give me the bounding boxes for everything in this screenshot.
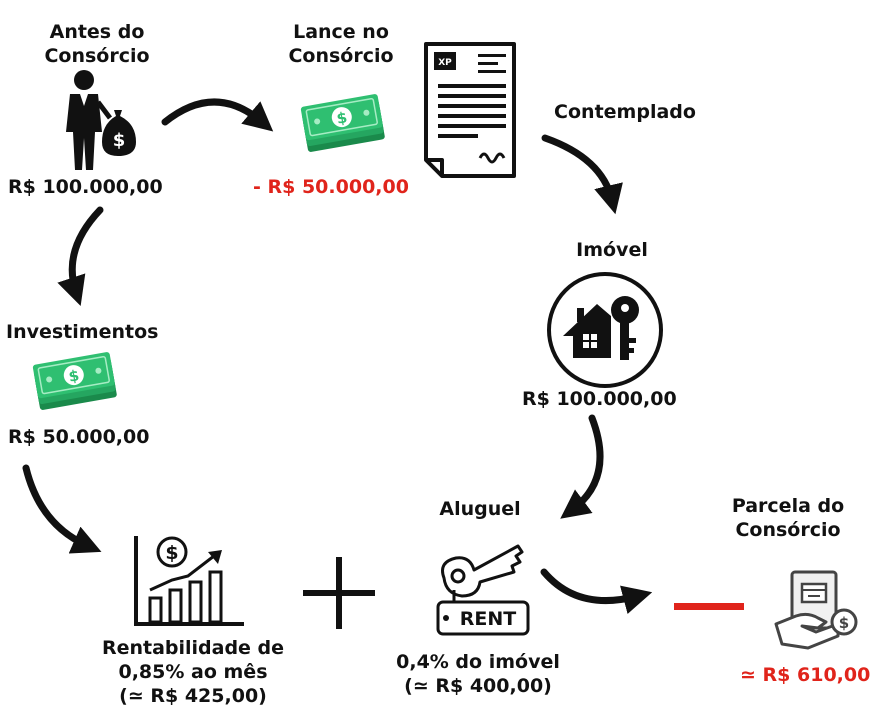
businessman-money-bag-icon: $	[66, 70, 136, 170]
parcela-title-line2: Consórcio	[735, 519, 841, 541]
house-key-icon	[547, 272, 663, 388]
arrow-antes-to-lance	[161, 98, 274, 132]
lance-title-line1: Lance no	[293, 21, 389, 43]
arrow-antes-to-investimentos	[57, 206, 104, 306]
parcela-value: ≃ R$ 610,00	[740, 664, 871, 686]
growth-chart-icon: $	[134, 536, 244, 626]
svg-text:$: $	[113, 130, 126, 151]
aluguel-text: 0,4% do imóvel (≃ R$ 400,00)	[378, 650, 578, 698]
arrow-investimentos-to-rentabilidade	[22, 464, 102, 554]
imovel-title: Imóvel	[576, 239, 648, 261]
arrow-contract-to-imovel	[541, 134, 623, 215]
cash-stack-icon: $	[32, 352, 117, 410]
rentabilidade-line3: (≃ R$ 425,00)	[119, 685, 267, 707]
rent-tag-text: RENT	[460, 608, 517, 630]
lance-value: - R$ 50.000,00	[253, 176, 409, 198]
svg-text:$: $	[839, 614, 849, 632]
rentabilidade-text: Rentabilidade de 0,85% ao mês (≃ R$ 425,…	[88, 636, 298, 708]
rentabilidade-line1: Rentabilidade de	[101, 637, 285, 659]
rentabilidade-line2: 0,85% ao mês	[118, 661, 268, 683]
arrow-imovel-to-aluguel	[560, 414, 604, 519]
arrow-aluguel-to-parcela	[540, 568, 653, 614]
aluguel-line1: 0,4% do imóvel	[396, 651, 560, 673]
contract-logo: XP	[438, 58, 452, 68]
antes-title-line1: Antes do	[49, 21, 145, 43]
svg-text:$: $	[67, 366, 80, 386]
investimentos-title: Investimentos	[6, 321, 159, 343]
cash-stack-icon: $	[300, 94, 385, 152]
lance-title: Lance no Consórcio	[276, 20, 406, 68]
plus-operator	[303, 557, 375, 629]
antes-value: R$ 100.000,00	[8, 176, 163, 198]
aluguel-line2: (≃ R$ 400,00)	[404, 675, 552, 697]
minus-operator	[674, 603, 744, 610]
investimentos-value: R$ 50.000,00	[8, 426, 150, 448]
parcela-title-line1: Parcela do	[731, 495, 845, 517]
contract-document-icon: XP	[424, 42, 516, 178]
imovel-value: R$ 100.000,00	[522, 388, 677, 410]
antes-title: Antes do Consórcio	[32, 20, 162, 68]
lance-title-line2: Consórcio	[288, 45, 394, 67]
rent-key-icon: RENT	[436, 544, 530, 636]
parcela-title: Parcela do Consórcio	[718, 494, 858, 542]
svg-text:$: $	[335, 108, 348, 128]
hand-payment-icon: $	[774, 570, 858, 650]
aluguel-title: Aluguel	[439, 498, 521, 520]
svg-text:$: $	[165, 542, 178, 564]
antes-title-line2: Consórcio	[44, 45, 150, 67]
contemplado-title: Contemplado	[554, 101, 696, 123]
